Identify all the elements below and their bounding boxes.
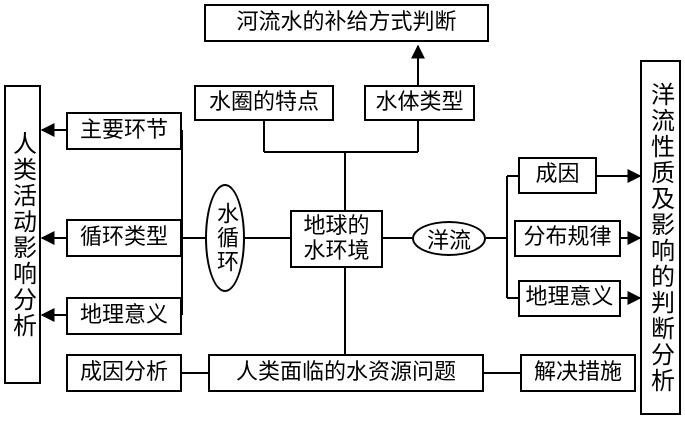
human-impact-label: 人类活动影响分析	[8, 130, 37, 339]
current-nature-label: 洋流性质及影响的判断分析	[646, 81, 675, 394]
water-problem-box: 人类面临的水资源问题	[208, 354, 484, 392]
cause-box: 成因	[518, 157, 597, 194]
distribution-box: 分布规律	[514, 220, 621, 257]
geo-significance-right-box: 地理意义	[518, 280, 621, 317]
water-cycle-label: 水循环	[213, 202, 238, 274]
water-body-types-box: 水体类型	[364, 85, 475, 121]
center-line-1: 地球的	[303, 213, 370, 239]
ocean-current-oval: 洋流	[412, 221, 486, 256]
center-line-2: 水环境	[303, 239, 370, 264]
hydrosphere-features-box: 水圈的特点	[194, 85, 334, 121]
river-supply-box: 河流水的补给方式判断	[204, 4, 489, 42]
water-cycle-oval: 水循环	[205, 184, 245, 292]
earth-water-environment-box: 地球的 水环境	[290, 210, 383, 268]
current-nature-box: 洋流性质及影响的判断分析	[640, 60, 681, 415]
cycle-types-box: 循环类型	[66, 219, 182, 257]
solutions-box: 解决措施	[520, 354, 636, 392]
main-links-box: 主要环节	[66, 112, 182, 150]
geo-significance-left-box: 地理意义	[66, 297, 182, 335]
cause-analysis-box: 成因分析	[66, 354, 182, 392]
human-impact-box: 人类活动影响分析	[4, 85, 41, 384]
